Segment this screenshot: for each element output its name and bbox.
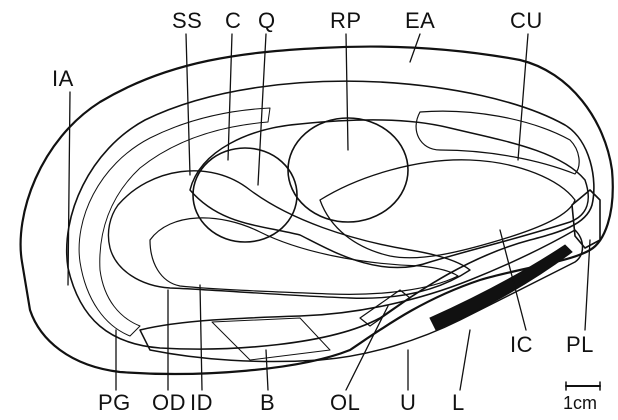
label-ss: SS xyxy=(172,8,202,33)
label-u: U xyxy=(400,390,416,415)
label-cu: CU xyxy=(510,8,543,33)
label-ea: EA xyxy=(405,8,435,33)
leader-c xyxy=(228,34,232,160)
label-ic: IC xyxy=(510,332,533,357)
label-q: Q xyxy=(258,8,276,33)
scale-bar: 1cm xyxy=(563,382,600,413)
label-pl: PL xyxy=(566,332,594,357)
leader-q xyxy=(258,34,266,185)
label-b: B xyxy=(260,390,275,415)
label-ol: OL xyxy=(330,390,360,415)
leader-rp xyxy=(346,34,348,150)
leader-l xyxy=(460,330,470,390)
intestinal-cavity xyxy=(320,160,575,258)
crystalline-upper xyxy=(416,111,579,174)
gill-inner xyxy=(150,218,458,295)
leader-ss xyxy=(186,34,190,175)
leader-ia xyxy=(68,92,70,285)
leader-cu xyxy=(518,34,528,160)
label-c: C xyxy=(225,8,241,33)
label-ia: IA xyxy=(52,66,74,91)
label-od: OD xyxy=(152,390,186,415)
gill-outer xyxy=(108,171,470,298)
label-l: L xyxy=(452,390,465,415)
leader-b xyxy=(266,350,268,390)
scale-bar-label: 1cm xyxy=(563,393,597,413)
label-pg: PG xyxy=(98,390,131,415)
cell-mass-q xyxy=(193,148,297,242)
leader-pl xyxy=(585,240,590,330)
label-id: ID xyxy=(190,390,213,415)
label-rp: RP xyxy=(330,8,362,33)
label-group: SS C Q RP EA CU IA IC PL PG OD ID B OL U… xyxy=(52,8,594,415)
